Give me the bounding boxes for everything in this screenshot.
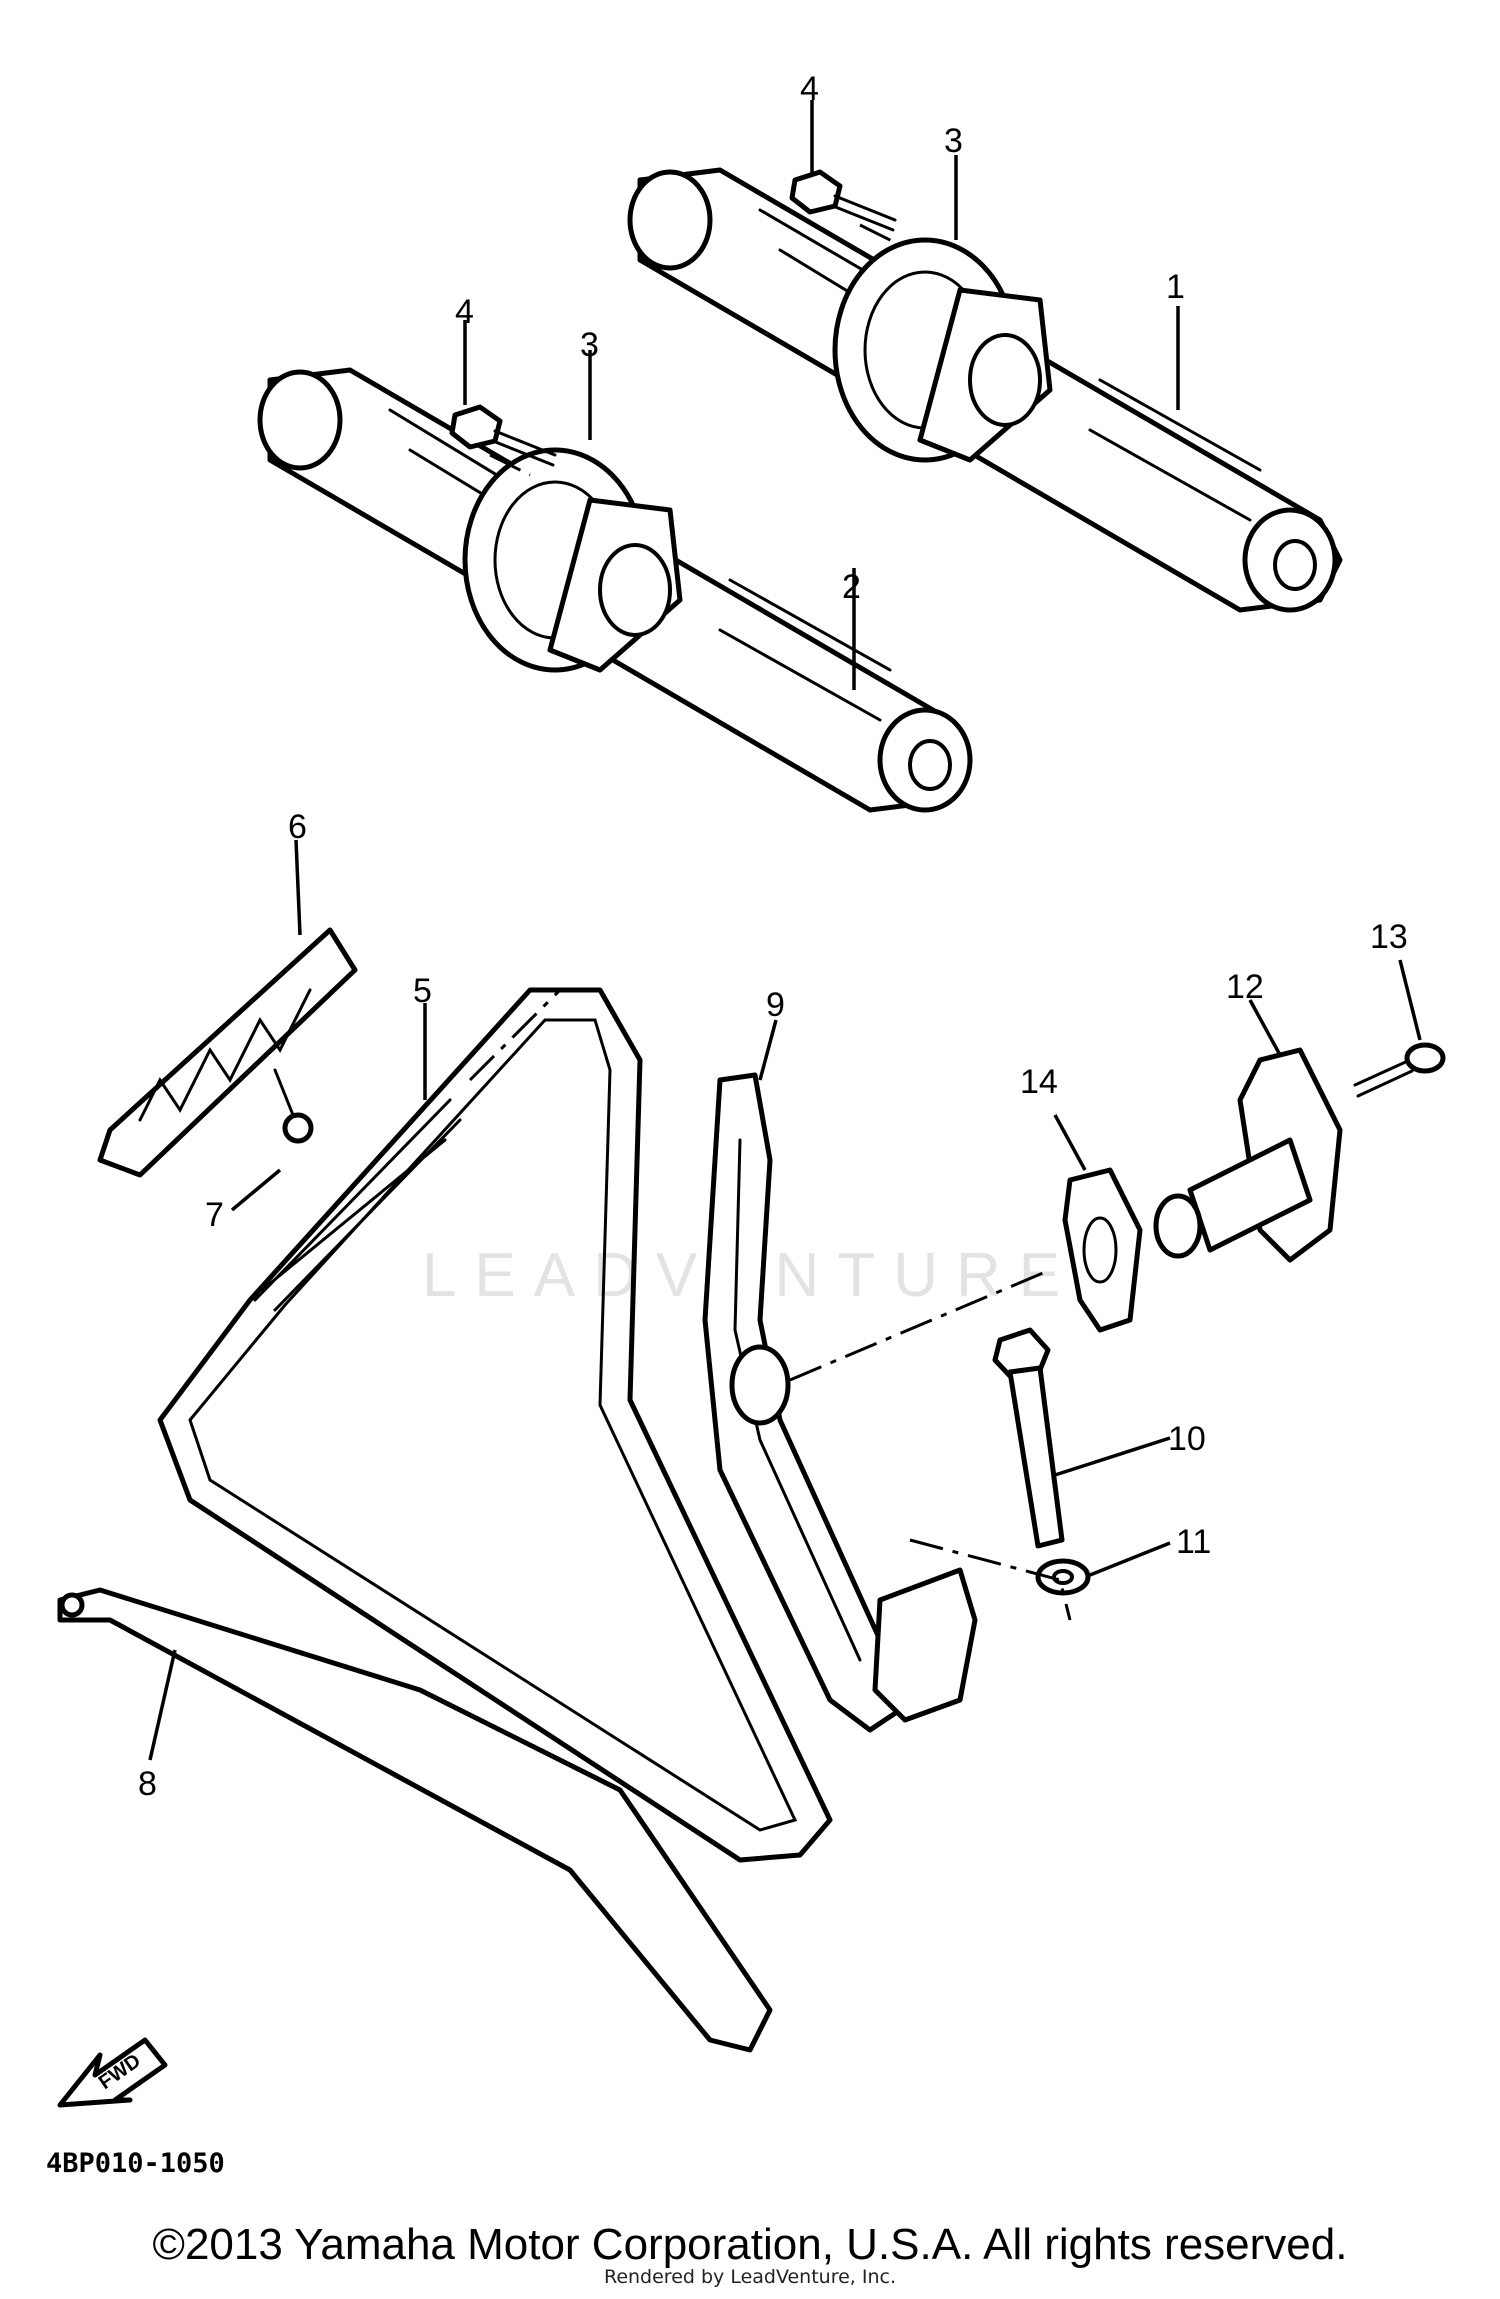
callout-8: 8	[138, 1765, 157, 1803]
callout-11: 11	[1176, 1523, 1211, 1561]
chain-guide-part-6[interactable]	[97, 927, 358, 1178]
callout-4-upper: 4	[800, 70, 819, 108]
timing-chain-part-5[interactable]	[157, 987, 833, 1863]
bolt-part-13[interactable]	[1353, 1042, 1446, 1098]
tensioner-guide-part-9[interactable]	[702, 1072, 978, 1733]
screw-part-7[interactable]	[273, 1068, 314, 1144]
forward-direction-arrow: FWD	[57, 2037, 168, 2108]
callout-5: 5	[413, 972, 432, 1010]
callout-10: 10	[1168, 1420, 1206, 1458]
callout-2: 2	[842, 568, 861, 606]
diagram-code: 4BP010-1050	[46, 2148, 225, 2179]
alignment-lines	[468, 223, 1072, 1621]
callout-14: 14	[1020, 1063, 1058, 1101]
gasket-part-14[interactable]	[1062, 1167, 1143, 1333]
chain-tensioner-part-12[interactable]	[1153, 1047, 1343, 1263]
callout-9: 9	[766, 986, 785, 1024]
leader-lines	[148, 100, 1422, 1761]
callout-3-lower: 3	[580, 326, 599, 364]
callout-12: 12	[1226, 968, 1264, 1006]
callout-6: 6	[288, 808, 307, 846]
bolt-part-10[interactable]	[992, 1327, 1065, 1549]
camshaft-exhaust-part-1[interactable]	[627, 167, 1343, 613]
bolt-part-4-upper[interactable]	[789, 169, 897, 232]
camshaft-intake-part-2[interactable]	[257, 367, 973, 813]
bolt-part-4-lower[interactable]	[449, 404, 557, 467]
callout-3-upper: 3	[944, 122, 963, 160]
callout-labels: 1 2 3 3 4 4 5 6 7 8 9 10 11 12 13 14	[138, 70, 1408, 1803]
callout-7: 7	[205, 1196, 224, 1234]
chain-guide-front-part-8[interactable]	[57, 1587, 773, 2053]
copyright-notice: ©2013 Yamaha Motor Corporation, U.S.A. A…	[152, 2220, 1348, 2269]
callout-4-lower: 4	[455, 293, 474, 331]
callout-1: 1	[1166, 268, 1185, 306]
rendered-by-note: Rendered by LeadVenture, Inc.	[603, 2266, 897, 2288]
callout-13: 13	[1370, 918, 1408, 956]
